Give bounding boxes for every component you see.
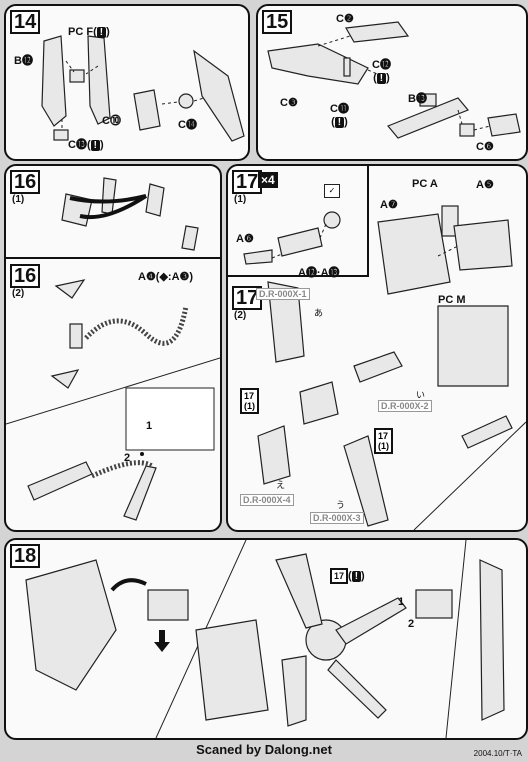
label-b12: B⓬	[14, 55, 33, 67]
label-a4-a3: A❹(◆:A❸)	[138, 271, 194, 283]
step-14-panel: 14 B⓬ PC F(!) C⓾ C⓭(!) C⓮	[4, 4, 250, 161]
note-e: え	[276, 480, 286, 490]
label-c2: C❷	[336, 13, 354, 25]
note-i: い	[416, 390, 426, 400]
step-17-2-sub: (2)	[234, 310, 247, 321]
ref-17: 17	[330, 568, 349, 584]
caution-icon: !	[90, 140, 100, 151]
step-16-1-sub: (1)	[12, 194, 25, 205]
ref-17-1-right: 17 (1)	[374, 428, 393, 454]
label-c13: C⓭(!)	[68, 139, 104, 151]
note-a: あ	[314, 308, 324, 318]
arrow-1-label: 1	[146, 420, 153, 432]
caution-icon: !	[96, 27, 107, 38]
caution-icon: !	[376, 73, 387, 84]
step-15-number: 15	[262, 10, 293, 34]
part-label-2: D.R-000X-2	[378, 400, 432, 412]
step-15-panel: 15 C❷ C⓬(!) C❸ C⓫(!) B⓭ C❻	[256, 4, 528, 161]
label-c6: C❻	[476, 141, 494, 153]
label-a6: A❻	[236, 233, 254, 245]
step-18-number: 18	[10, 544, 41, 568]
print-code: 2004.10/T·TA	[473, 749, 522, 758]
step-16-2-number: 16	[10, 264, 41, 288]
label-c10: C⓾	[102, 115, 121, 127]
label-c12: C⓬(!)	[372, 59, 391, 84]
step-18-reference: 17(!)	[330, 568, 365, 584]
caution-icon: !	[334, 117, 345, 128]
arrow-2-label: 2	[124, 452, 131, 464]
label-c11: C⓫(!)	[330, 103, 349, 128]
note-marker: ✓	[324, 184, 340, 198]
caution-icon: !	[351, 571, 362, 582]
part-label-1: D.R-000X-1	[256, 288, 310, 300]
step-17-illustration	[228, 166, 526, 530]
step-17-multiplier: ×4	[258, 172, 278, 188]
step-14-number: 14	[10, 10, 41, 34]
step-17-1-number: 17	[232, 170, 263, 194]
label-pc-f: PC F(!)	[68, 26, 110, 38]
label-a12-a13: A⓬·A⓭	[298, 267, 340, 279]
step-14-illustration	[41, 35, 245, 142]
step-17-panel: 17 ×4 (1) A❻ A⓬·A⓭ ✓ A❼ PC A A❺ PC M 17 …	[226, 164, 528, 532]
label-pc-m: PC M	[438, 294, 466, 306]
scan-credit: Scaned by Dalong.net	[196, 742, 332, 757]
label-b13: B⓭	[408, 93, 427, 105]
step-18-panel: 18 17(!) 1 2	[4, 538, 528, 740]
step-15-illustration	[267, 21, 521, 139]
label-c3: C❸	[280, 97, 298, 109]
step-16-panel: 16 (1) 16 (2) A❹(◆:A❸) 1 2	[4, 164, 222, 532]
part-label-4: D.R-000X-4	[240, 494, 294, 506]
step-18-illustration	[25, 540, 505, 738]
arrow-1-label: 1	[398, 596, 405, 608]
label-a7: A❼	[380, 199, 398, 211]
arrow-2-label: 2	[408, 618, 415, 630]
label-a5: A❺	[476, 179, 494, 191]
step-16-2-sub: (2)	[12, 288, 25, 299]
step-16-1-number: 16	[10, 170, 41, 194]
step-16-illustration	[6, 177, 220, 521]
ref-17-1-left: 17 (1)	[240, 388, 259, 414]
part-label-3: D.R-000X-3	[310, 512, 364, 524]
step-17-1-sub: (1)	[234, 194, 247, 205]
label-c14: C⓮	[178, 119, 197, 131]
label-pc-a: PC A	[412, 178, 438, 190]
note-u: う	[336, 500, 346, 510]
